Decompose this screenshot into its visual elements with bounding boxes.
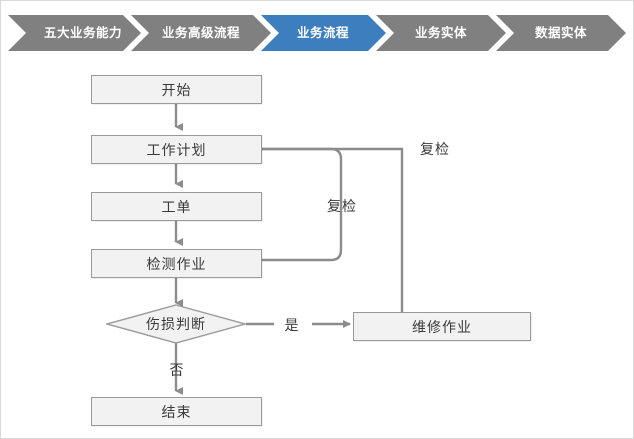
flow-node-work-plan-label: 工作计划 (146, 141, 207, 158)
flow-node-work-plan[interactable]: 工作计划 (91, 135, 262, 164)
edge-label-recheck-inspection: 复检 (327, 198, 357, 214)
flow-node-end[interactable]: 结束 (91, 397, 262, 426)
flow-node-work-order[interactable]: 工单 (91, 192, 262, 221)
breadcrumb-chevron-3-shape (376, 15, 506, 51)
flow-node-start-label: 开始 (161, 81, 192, 98)
flow-node-work-order-label: 工单 (161, 198, 192, 215)
flow-node-inspection-label: 检测作业 (146, 255, 207, 272)
flow-node-repair-label: 维修作业 (412, 318, 472, 335)
edge-label-recheck-repair: 复检 (420, 141, 450, 157)
edge-label-yes: 是 (284, 317, 300, 333)
flow-node-inspection[interactable]: 检测作业 (91, 249, 262, 278)
flow-node-repair[interactable]: 维修作业 (353, 312, 531, 341)
flow-node-start[interactable]: 开始 (91, 75, 262, 104)
breadcrumb-chevron-4-shape (496, 15, 626, 51)
flow-node-end-label: 结束 (161, 403, 192, 420)
breadcrumb-chevron-1-shape (131, 15, 271, 51)
edge-label-no: 否 (169, 362, 185, 378)
flow-node-decision-shape (106, 304, 246, 344)
flow-node-decision[interactable]: 伤损判断 (106, 304, 246, 344)
breadcrumb-chevron-2-shape (261, 15, 386, 51)
breadcrumb-chevron-0-shape (8, 15, 141, 51)
edge-repair-recheck-feedback (197, 145, 404, 312)
